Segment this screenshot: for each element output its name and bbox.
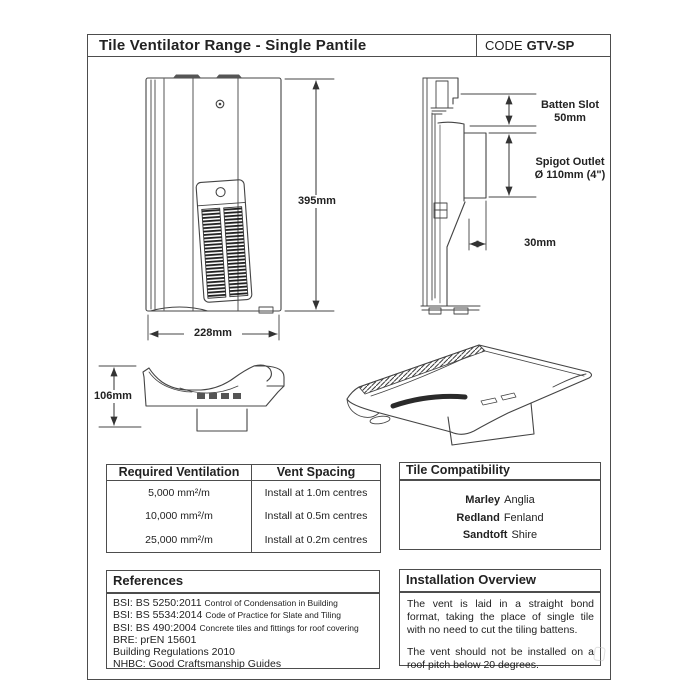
table-cell: Install at 0.5m centres bbox=[264, 510, 368, 523]
tile-compatibility-title: Tile Compatibility bbox=[400, 463, 600, 480]
tile-brand: Sandtoft bbox=[462, 529, 508, 541]
reference-main: NHBC: Good Craftsmanship Guides bbox=[113, 658, 282, 668]
title-bar: Tile Ventilator Range - Single Pantile C… bbox=[88, 35, 610, 57]
reference-main: Building Regulations 2010 bbox=[113, 646, 236, 659]
code-value: GTV-SP bbox=[526, 38, 575, 53]
tile-brand: Redland bbox=[456, 511, 500, 524]
list-item: Building Regulations 2010 bbox=[113, 646, 375, 658]
datasheet-frame: Tile Ventilator Range - Single Pantile C… bbox=[87, 34, 611, 680]
table-cell: 5,000 mm²/m bbox=[107, 481, 252, 505]
reference-detail: Control of Condensation in Building bbox=[204, 598, 338, 608]
code-label: CODE bbox=[485, 38, 523, 53]
dim-spigot-label: Spigot Outlet Ø 110mm (4") bbox=[514, 156, 626, 181]
tile-model: Fenland bbox=[503, 511, 544, 524]
dim-profile-height-label: 106mm bbox=[88, 390, 138, 403]
dim-front-height-label: 395mm bbox=[288, 195, 346, 208]
ventilation-table: Required Ventilation Vent Spacing 5,000 … bbox=[106, 464, 381, 553]
references-title: References bbox=[107, 571, 379, 593]
table-cell: Install at 1.0m centres bbox=[264, 486, 368, 499]
installation-paragraph: The vent is laid in a straight bond form… bbox=[407, 598, 594, 637]
reference-detail: Code of Practice for Slate and Tiling bbox=[205, 610, 341, 621]
batten-slot-text: Batten Slot bbox=[540, 99, 600, 111]
tile-brand: Marley bbox=[465, 494, 501, 506]
spigot-text: Spigot Outlet bbox=[535, 156, 605, 168]
installation-overview-panel: Installation Overview The vent is laid i… bbox=[399, 569, 601, 671]
table-cell: 25,000 mm²/m bbox=[107, 528, 252, 552]
reference-main: BSI: BS 5250:2011 bbox=[113, 597, 202, 609]
spigot-value: Ø 110mm (4") bbox=[534, 168, 606, 181]
reference-main: BRE: prEN 15601 bbox=[113, 633, 197, 646]
front-grille bbox=[195, 179, 253, 303]
batten-slot-value: 50mm bbox=[554, 111, 586, 124]
table-cell: 10,000 mm²/m bbox=[107, 504, 252, 529]
tile-model: Shire bbox=[511, 529, 538, 541]
list-item: NHBC: Good Craftsmanship Guides bbox=[113, 658, 375, 668]
side-dimension-marks bbox=[460, 93, 537, 251]
reference-main: BSI: BS 5534:2014 bbox=[113, 609, 203, 622]
reference-detail: Concrete tiles and fittings for roof cov… bbox=[199, 622, 359, 633]
front-view-drawing bbox=[145, 74, 282, 314]
faint-watermark bbox=[593, 646, 606, 662]
installation-overview-title: Installation Overview bbox=[400, 570, 600, 592]
dim-offset-label: 30mm bbox=[524, 237, 556, 249]
table-cell: Install at 0.2m centres bbox=[264, 534, 368, 547]
dim-batten-slot-label: Batten Slot 50mm bbox=[518, 99, 622, 124]
technical-drawing bbox=[98, 74, 593, 446]
page-title: Tile Ventilator Range - Single Pantile bbox=[99, 37, 367, 54]
perspective-view-drawing bbox=[346, 344, 593, 446]
installation-paragraph: The vent should not be installed on a ro… bbox=[407, 645, 594, 671]
column-header-required-ventilation: Required Ventilation bbox=[107, 465, 252, 481]
profile-view-drawing bbox=[142, 364, 285, 432]
list-item: BRE: prEN 15601 bbox=[113, 634, 375, 646]
dim-front-width-label: 228mm bbox=[184, 327, 242, 340]
tile-model: Anglia bbox=[504, 494, 535, 506]
installation-overview-text: The vent is laid in a straight bond form… bbox=[400, 592, 600, 671]
reference-main: BSI: BS 490:2004 bbox=[113, 621, 197, 634]
side-view-drawing bbox=[420, 77, 487, 315]
column-header-vent-spacing: Vent Spacing bbox=[252, 465, 380, 481]
